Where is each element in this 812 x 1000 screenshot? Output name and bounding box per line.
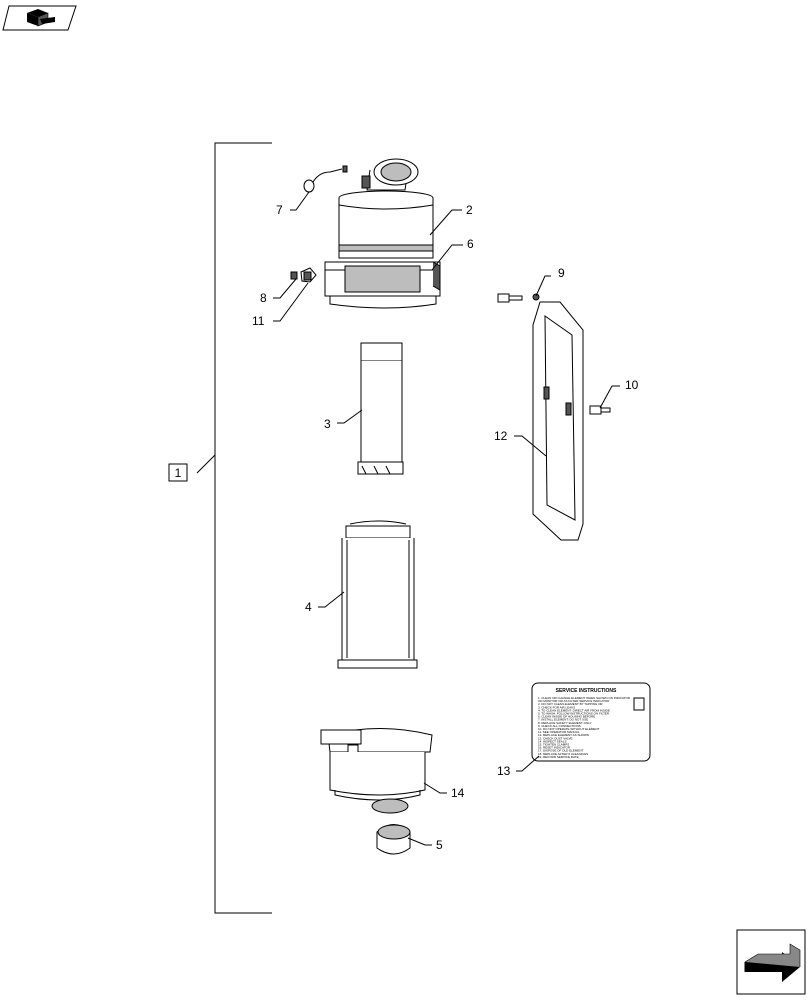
decal-line: 4. TO CLEAN ELEMENT: DIRECT AIR FROM INS…: [538, 708, 610, 712]
leader-lines: [273, 191, 620, 846]
callout-14[interactable]: 14: [451, 786, 465, 800]
bolt-9[interactable]: [497, 293, 540, 303]
callout-8[interactable]: 8: [260, 291, 267, 305]
callout-4[interactable]: 4: [305, 600, 312, 614]
air-cleaner-housing[interactable]: [324, 158, 441, 309]
decal-line: 10. DO NOT OPERATE WITHOUT ELEMENT: [538, 727, 600, 731]
decal-line: 13. CHECK DUST VALVE: [538, 736, 573, 740]
safety-element[interactable]: [357, 342, 404, 475]
decal-title: SERVICE INSTRUCTIONS: [556, 688, 617, 694]
decal-line: 19. RECORD SERVICE DATE: [538, 755, 579, 759]
decal-line: 2. DO NOT CLEAN ELEMENT BY TAPPING OR: [538, 702, 603, 706]
bolt-10[interactable]: [589, 405, 611, 415]
decal-line: 3. CHECK FOR AIR LEAKS: [538, 705, 575, 709]
book-hand-icon[interactable]: [2, 5, 77, 31]
callout-5[interactable]: 5: [436, 838, 443, 852]
decal-line: 15. TIGHTEN CLAMPS: [538, 743, 569, 747]
callout-13[interactable]: 13: [497, 764, 511, 778]
callout-12[interactable]: 12: [494, 429, 508, 443]
primary-element[interactable]: [337, 520, 418, 669]
service-indicator[interactable]: [303, 165, 348, 193]
mounting-plate[interactable]: [532, 301, 584, 541]
callout-11[interactable]: 11: [252, 314, 265, 328]
decal-line: 11. SEE OPERATOR MANUAL: [538, 730, 580, 734]
callout-labels: 2 3 4 5 6 7 8 9 10 11 12 13 14: [252, 203, 639, 852]
assembly-bracket: [196, 142, 272, 914]
decal-line: 17. DISPOSE OF OLD ELEMENT: [538, 749, 584, 753]
callout-1-label: 1: [175, 466, 182, 480]
decal-line: 16. RESET INDICATOR: [538, 746, 571, 750]
callout-10[interactable]: 10: [625, 378, 639, 392]
decal-line: 1. CLEAN OR CHANGE ELEMENT WHEN SHOWN ON…: [538, 696, 631, 700]
decal-line: OR MONITOR OR AS FILTER SERVICE INDICATO…: [538, 699, 610, 703]
decal-line: 18. REPLACE AFTER 6 CLEANINGS: [538, 752, 588, 756]
dust-cup[interactable]: [320, 728, 433, 814]
fitting-parts[interactable]: [290, 267, 317, 283]
callout-9[interactable]: 9: [558, 266, 565, 280]
decal-line: 6. CLEAN INSIDE OF HOUSING BEFORE: [538, 715, 595, 719]
callout-2[interactable]: 2: [466, 203, 473, 217]
service-decal[interactable]: SERVICE INSTRUCTIONS 1. CLEAN OR CHANGE …: [531, 682, 651, 762]
decal-line: 12. REPLACE ELEMENT AS SHOWN: [538, 733, 589, 737]
decal-line: 8. REPLACE SAFETY ELEMENT ONLY: [538, 721, 592, 725]
callout-3[interactable]: 3: [324, 417, 331, 431]
callout-1[interactable]: 1: [168, 463, 188, 482]
decal-line: 7. INSTALL ELEMENT: DO NOT USE: [538, 718, 588, 722]
callout-7[interactable]: 7: [276, 203, 283, 217]
callout-6[interactable]: 6: [467, 237, 474, 251]
next-page-arrow-icon[interactable]: [736, 929, 806, 995]
decal-line: 9. CHECK ALL CONNECTIONS: [538, 724, 581, 728]
dust-valve[interactable]: [376, 824, 411, 855]
decal-line: 5. TO WASH: FOLLOW INSTRUCTIONS ON FILTE…: [538, 712, 610, 716]
decal-line: 14. INSPECT SEALS: [538, 739, 566, 743]
